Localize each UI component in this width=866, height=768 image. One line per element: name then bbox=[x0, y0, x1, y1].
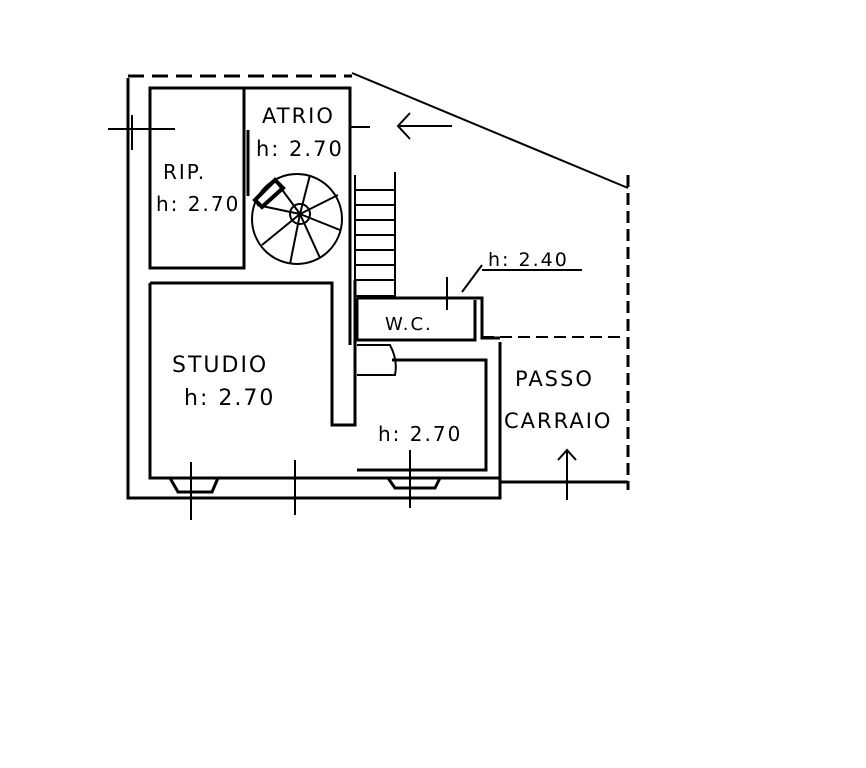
studio-bottom-wall bbox=[148, 283, 500, 480]
passo-label: PASSO bbox=[515, 367, 594, 391]
driveway-arrow-icon bbox=[557, 448, 577, 500]
section-marks bbox=[108, 115, 448, 520]
room-wall bbox=[357, 358, 488, 472]
rip-height: h: 2.70 bbox=[156, 192, 240, 216]
studio-height: h: 2.70 bbox=[184, 386, 275, 411]
studio-wall bbox=[150, 280, 357, 427]
wc-height: h: 2.40 bbox=[488, 249, 569, 271]
outer-wall bbox=[126, 78, 628, 500]
studio-label: STUDIO bbox=[172, 353, 268, 378]
rip-label: RIP. bbox=[163, 160, 206, 184]
rip-room-wall bbox=[148, 86, 246, 270]
slanted-boundary bbox=[351, 72, 629, 189]
small-stair bbox=[357, 344, 397, 376]
atrio-label: ATRIO bbox=[262, 104, 335, 128]
room-height: h: 2.70 bbox=[378, 422, 462, 446]
carraio-label: CARRAIO bbox=[504, 409, 612, 433]
atrio-wall bbox=[244, 86, 352, 345]
stair-treads bbox=[355, 189, 395, 281]
wc-label: W.C. bbox=[385, 314, 433, 335]
atrio-height: h: 2.70 bbox=[256, 137, 344, 161]
entrance-arrow-icon bbox=[396, 112, 452, 140]
spiral-stair bbox=[251, 173, 343, 265]
